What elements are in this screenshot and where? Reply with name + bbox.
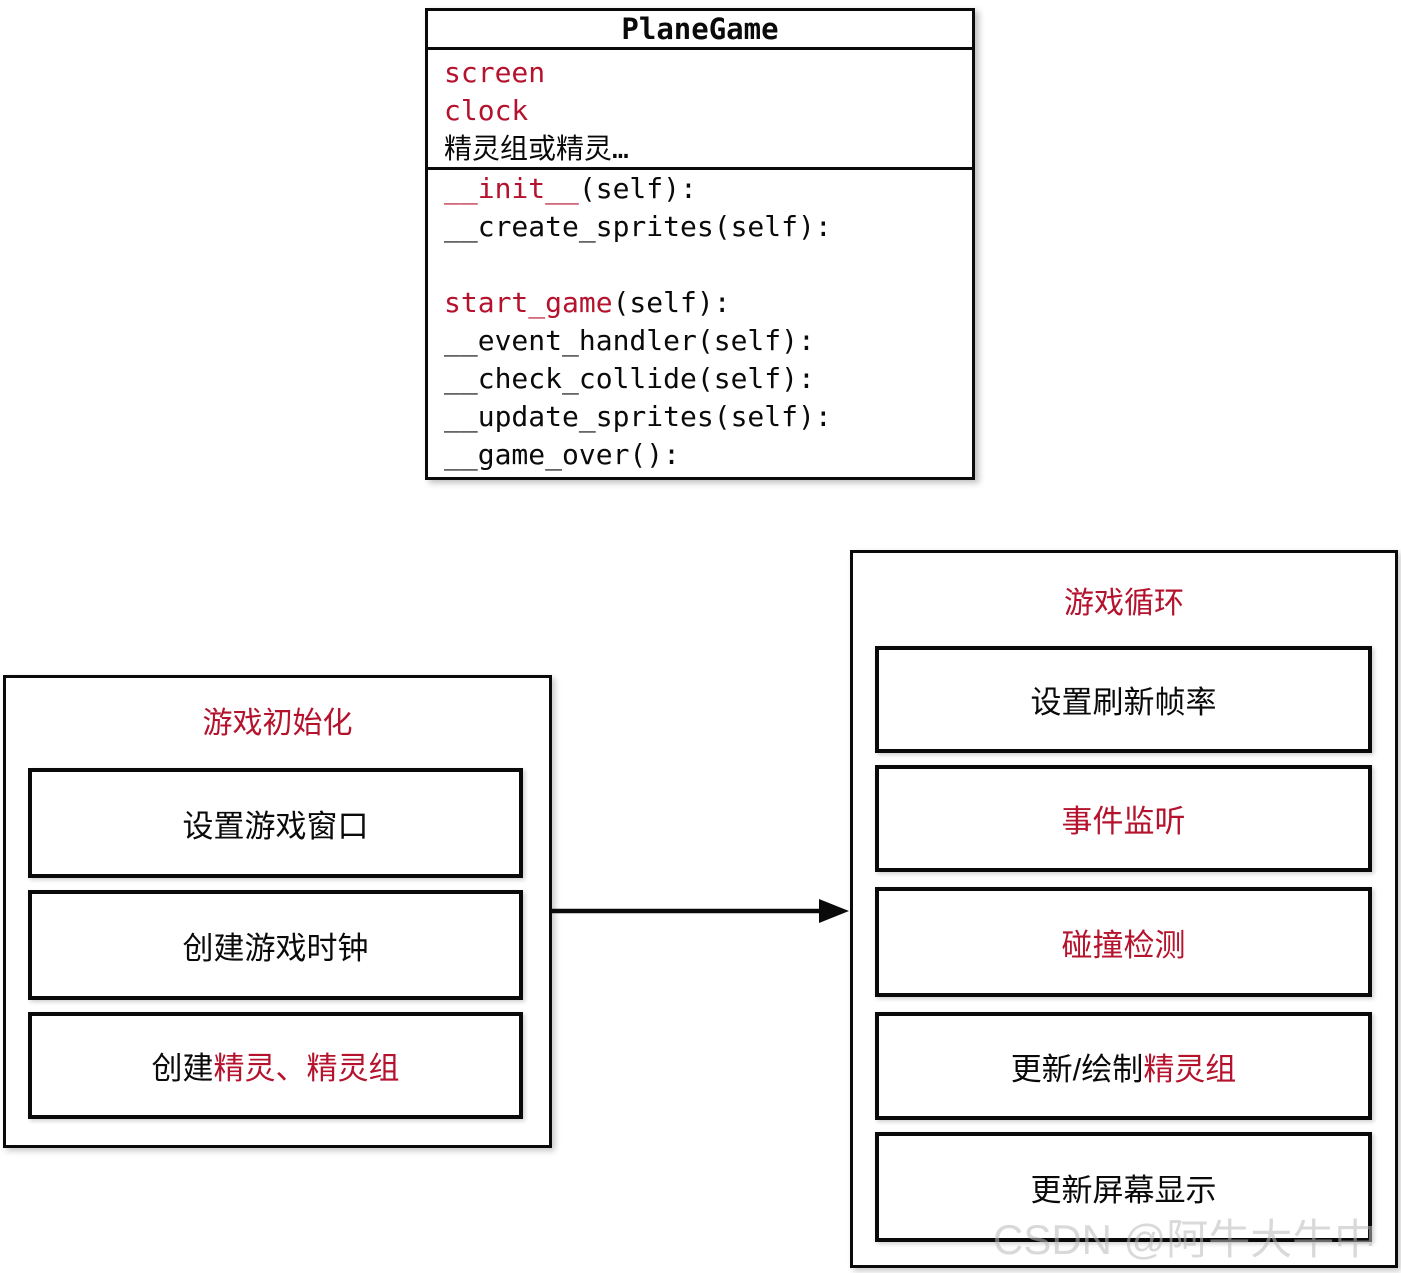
flow-step-event-listen: 事件监听 [875,765,1372,872]
flow-title-game-init: 游戏初始化 [202,707,353,740]
flow-step-update-draw-sprites: 更新/绘制精灵组 [875,1012,1372,1120]
class-attributes-section: screen clock 精灵组或精灵… [428,50,972,170]
method-row-init: __init__(self): [444,172,697,205]
flow-step-create-sprites: 创建精灵、精灵组 [28,1012,523,1119]
class-title: PlaneGame [428,11,972,50]
flow-arrow-icon [551,899,849,923]
method-row-create-sprites: __create_sprites(self): [444,210,832,243]
flow-step-set-window: 设置游戏窗口 [28,768,523,878]
flow-step-update-screen: 更新屏幕显示 [875,1132,1372,1242]
flow-box-game-loop: 游戏循环 设置刷新帧率 事件监听 碰撞检测 更新/绘制精灵组 更新屏幕显示 [850,550,1398,1268]
attribute-row-screen: screen [444,56,546,89]
flow-step-create-clock: 创建游戏时钟 [28,890,523,1000]
attribute-row-clock: clock [444,94,529,127]
method-row-game-over: __game_over(): [444,438,681,471]
flow-step-collision-check: 碰撞检测 [875,887,1372,997]
method-row-blank [444,246,972,284]
csdn-watermark: CSDN @阿牛大牛中 [993,1216,1377,1263]
method-row-start-game: start_game(self): [444,286,731,319]
method-row-event-handler: __event_handler(self): [444,324,815,357]
flow-title-game-loop: 游戏循环 [1064,587,1184,620]
flow-step-set-frame-rate: 设置刷新帧率 [875,646,1372,753]
method-row-check-collide: __check_collide(self): [444,362,815,395]
class-methods-section: __init__(self): __create_sprites(self): … [428,170,972,474]
class-box-planegame: PlaneGame screen clock 精灵组或精灵… __init__(… [425,8,975,480]
method-row-update-sprites: __update_sprites(self): [444,400,832,433]
flow-box-game-init: 游戏初始化 设置游戏窗口 创建游戏时钟 创建精灵、精灵组 [3,675,552,1148]
attribute-row-sprites: 精灵组或精灵… [444,132,629,165]
